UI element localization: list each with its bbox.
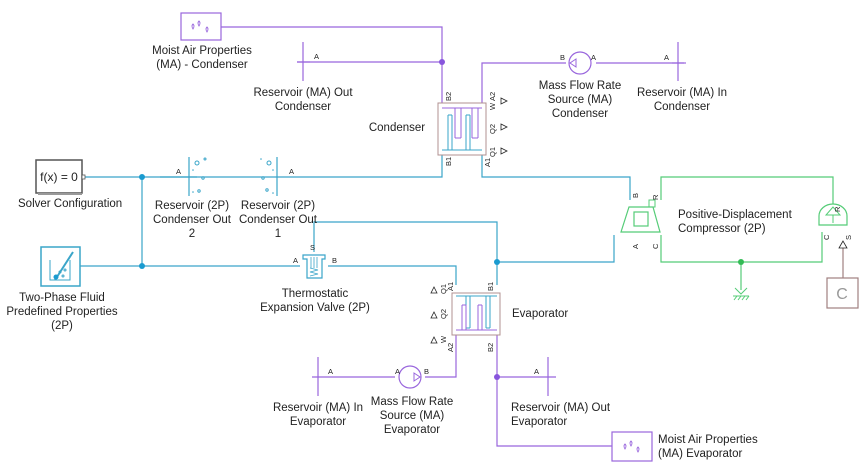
port-label-b1: B1 bbox=[444, 157, 453, 166]
fluid-properties-block[interactable] bbox=[40, 246, 81, 287]
beaker-icon bbox=[49, 260, 71, 281]
port-label-a: A bbox=[631, 244, 640, 249]
port-label-b1: B1 bbox=[486, 282, 495, 291]
port-label-c: C bbox=[651, 243, 660, 249]
thermal-port-triangles bbox=[430, 286, 438, 344]
line-moist-cond[interactable] bbox=[221, 26, 443, 108]
port-label-a: A bbox=[534, 367, 539, 376]
constant-block[interactable]: C bbox=[826, 277, 859, 309]
mass-flow-rate-evaporator-label: Mass Flow Rate Source (MA) Evaporator bbox=[370, 396, 454, 436]
port-label-w: W bbox=[439, 335, 448, 343]
solver-configuration-label: Solver Configuration bbox=[18, 198, 123, 210]
line-compressor-c-motor[interactable] bbox=[660, 232, 823, 263]
port-label-w: W bbox=[488, 102, 497, 110]
constant-text: C bbox=[836, 286, 848, 303]
two-phase-connections bbox=[55, 150, 631, 285]
evaporator-label: Evaporator bbox=[512, 308, 569, 320]
droplets-icon bbox=[191, 20, 209, 33]
port-label-a1: A1 bbox=[483, 158, 492, 167]
solver-configuration-block[interactable]: f(x) = 0 bbox=[35, 159, 86, 195]
port-label-c: C bbox=[822, 234, 831, 240]
condenser-block[interactable]: B2 A2 W Q2 Q1 A1 B1 bbox=[437, 92, 508, 167]
junction-node bbox=[494, 374, 500, 380]
port-label-a: A bbox=[289, 167, 294, 176]
port-label-s: S bbox=[844, 235, 853, 240]
port-label-a: A bbox=[591, 53, 596, 62]
port-label-r: R bbox=[651, 194, 660, 200]
mechanical-connections bbox=[660, 176, 834, 290]
reservoir-ma-in-condenser-label: Reservoir (MA) In Condenser bbox=[636, 87, 728, 113]
port-label-a2: A2 bbox=[488, 92, 497, 101]
moist-air-properties-evaporator-block[interactable] bbox=[611, 431, 653, 462]
port-label-b2: B2 bbox=[486, 343, 495, 352]
line-evap-b2-moist[interactable] bbox=[496, 330, 612, 447]
port-label-a: A bbox=[664, 53, 669, 62]
junction-node bbox=[738, 259, 744, 265]
mass-flow-rate-condenser-label: Mass Flow Rate Source (MA) Condenser bbox=[538, 80, 622, 120]
port-label-a: A bbox=[176, 167, 181, 176]
line-condenser-compressor-b[interactable] bbox=[481, 150, 631, 200]
port-label-a: A bbox=[293, 256, 298, 265]
reservoir-ma-in-evaporator-label: Reservoir (MA) In Evaporator bbox=[272, 402, 364, 428]
fluid-properties-label: Two-Phase Fluid Predefined Properties (2… bbox=[6, 292, 118, 332]
junction-node bbox=[439, 59, 445, 65]
compressor-label: Positive-Displacement Compressor (2P) bbox=[678, 209, 792, 235]
port-label-a: A bbox=[328, 367, 333, 376]
port-label-a: A bbox=[395, 367, 400, 376]
moist-air-connections bbox=[221, 26, 684, 447]
port-label-b: B bbox=[332, 256, 337, 265]
thermal-port-triangles bbox=[500, 97, 508, 155]
junction-node bbox=[139, 174, 145, 180]
reservoir-ma-out-condenser-block[interactable]: A bbox=[297, 42, 319, 81]
line-txv-sensor[interactable] bbox=[313, 221, 498, 285]
line-compressor-r-motor[interactable] bbox=[660, 176, 834, 210]
line-txv-evaporator-a1[interactable] bbox=[328, 265, 457, 285]
port-label-b2: B2 bbox=[444, 92, 453, 101]
reservoir-2p-out2-label: Reservoir (2P) Condenser Out 2 bbox=[153, 200, 231, 240]
reservoir-ma-in-evaporator-block[interactable]: A bbox=[317, 357, 333, 396]
reservoir-2p-condenser-out1-block[interactable]: A bbox=[260, 157, 294, 196]
port-label-b: B bbox=[424, 367, 429, 376]
reservoir-ma-out-evaporator-label: Reservoir (MA) Out Evaporator bbox=[511, 402, 611, 428]
junction-node bbox=[139, 263, 145, 269]
droplets-icon bbox=[623, 440, 640, 453]
mass-flow-rate-source-condenser-block[interactable]: B A bbox=[560, 51, 596, 75]
expansion-valve-block[interactable]: S A B bbox=[293, 243, 337, 279]
port-label-a2: A2 bbox=[446, 343, 455, 352]
port-label-q1: Q1 bbox=[488, 147, 497, 157]
line-solver-condenser-b1[interactable] bbox=[85, 150, 443, 178]
reservoir-2p-out1-label: Reservoir (2P) Condenser Out 1 bbox=[239, 200, 317, 240]
port-label-q2: Q2 bbox=[488, 124, 497, 134]
expansion-valve-label: Thermostatic Expansion Valve (2P) bbox=[260, 288, 370, 314]
junction-node bbox=[494, 259, 500, 265]
moist-air-condenser-label: Moist Air Properties (MA) - Condenser bbox=[152, 45, 252, 71]
port-label-q1: Q1 bbox=[439, 284, 448, 294]
reservoir-2p-condenser-out2-block[interactable]: A bbox=[160, 157, 207, 196]
port-label-q2: Q2 bbox=[439, 309, 448, 319]
condenser-label: Condenser bbox=[368, 122, 426, 134]
port-label-a: A bbox=[314, 52, 319, 61]
reservoir-ma-out-evaporator-block[interactable]: A bbox=[534, 357, 549, 396]
mass-flow-rate-source-evaporator-block[interactable]: A B bbox=[395, 365, 429, 389]
angular-velocity-source-block[interactable]: R C S bbox=[818, 203, 853, 249]
compressor-block[interactable]: B R A C bbox=[620, 193, 661, 249]
evaporator-block[interactable]: A1 Q1 Q2 W A2 B1 B2 bbox=[430, 282, 501, 352]
signal-input-triangle bbox=[838, 240, 848, 249]
moist-air-properties-condenser-block[interactable] bbox=[180, 12, 222, 41]
port-label-a1: A1 bbox=[446, 282, 455, 291]
port-label-b: B bbox=[560, 53, 565, 62]
port-label-b: B bbox=[631, 193, 640, 198]
solver-text: f(x) = 0 bbox=[40, 170, 78, 184]
reservoir-ma-in-condenser-block[interactable]: A bbox=[664, 42, 686, 81]
line-evaporator-compressor-a[interactable] bbox=[497, 235, 615, 263]
port-label-s: S bbox=[310, 243, 315, 252]
mechanical-ground-icon[interactable] bbox=[733, 287, 750, 301]
port-label-r: R bbox=[833, 206, 842, 212]
moist-air-evaporator-label: Moist Air Properties (MA) Evaporator bbox=[658, 434, 758, 460]
line-mfr-evap-a2[interactable] bbox=[425, 330, 457, 378]
line-cond-mfr[interactable] bbox=[481, 62, 566, 108]
reservoir-ma-out-condenser-label: Reservoir (MA) Out Condenser bbox=[253, 87, 353, 113]
